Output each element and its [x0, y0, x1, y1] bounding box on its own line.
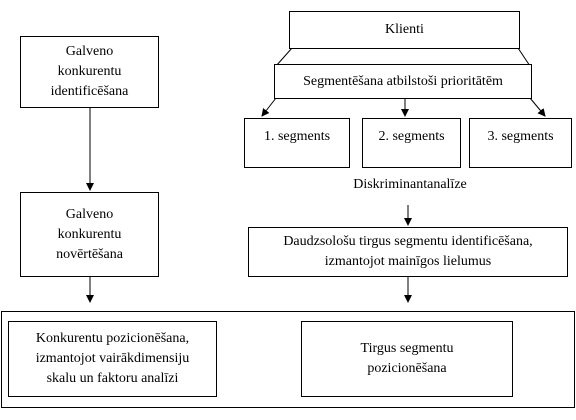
segment-3-box: 3. segments	[469, 118, 572, 168]
arrow-to-segment-3	[529, 97, 546, 117]
segmentation-text: Segmentēšana atbilstoši prioritātēm	[303, 73, 503, 89]
multilevel-segments-text: Daudzsološu tirgus segmentu identificēša…	[283, 234, 533, 269]
discriminant-analysis-label: Diskriminantanalīze	[353, 177, 467, 192]
identify-competitors-box: Galveno konkurentu identificēšana	[20, 36, 159, 108]
segment-1-box: 1. segments	[244, 118, 350, 168]
arrow-to-segment-1	[261, 97, 277, 117]
clients-right-connector	[517, 47, 531, 67]
segment-2-text: 2. segments	[378, 129, 445, 144]
evaluate-competitors-text: Galveno konkurentu novērtēšana	[56, 206, 123, 262]
segment-positioning-box: Tirgus segmentu pozicionēšana	[301, 321, 513, 397]
identify-competitors-text: Galveno konkurentu identificēšana	[50, 44, 129, 99]
multilevel-segments-box: Daudzsološu tirgus segmentu identificēša…	[248, 227, 568, 277]
clients-left-connector	[275, 47, 293, 67]
bottom-panel-frame	[1, 311, 575, 408]
segmentation-box: Segmentēšana atbilstoši prioritātēm	[274, 64, 532, 99]
segment-3-text: 3. segments	[487, 129, 554, 144]
competitor-positioning-text: Konkurentu pozicionēšana, izmantojot vai…	[35, 331, 190, 386]
segment-1-text: 1. segments	[263, 129, 331, 144]
segment-positioning-text: Tirgus segmentu pozicionēšana	[360, 341, 454, 376]
competitor-positioning-box: Konkurentu pozicionēšana, izmantojot vai…	[8, 321, 217, 397]
evaluate-competitors-box: Galveno konkurentu novērtēšana	[20, 192, 159, 277]
clients-box: Klienti	[289, 11, 520, 49]
clients-text: Klienti	[385, 22, 424, 37]
segment-2-box: 2. segments	[362, 118, 461, 168]
